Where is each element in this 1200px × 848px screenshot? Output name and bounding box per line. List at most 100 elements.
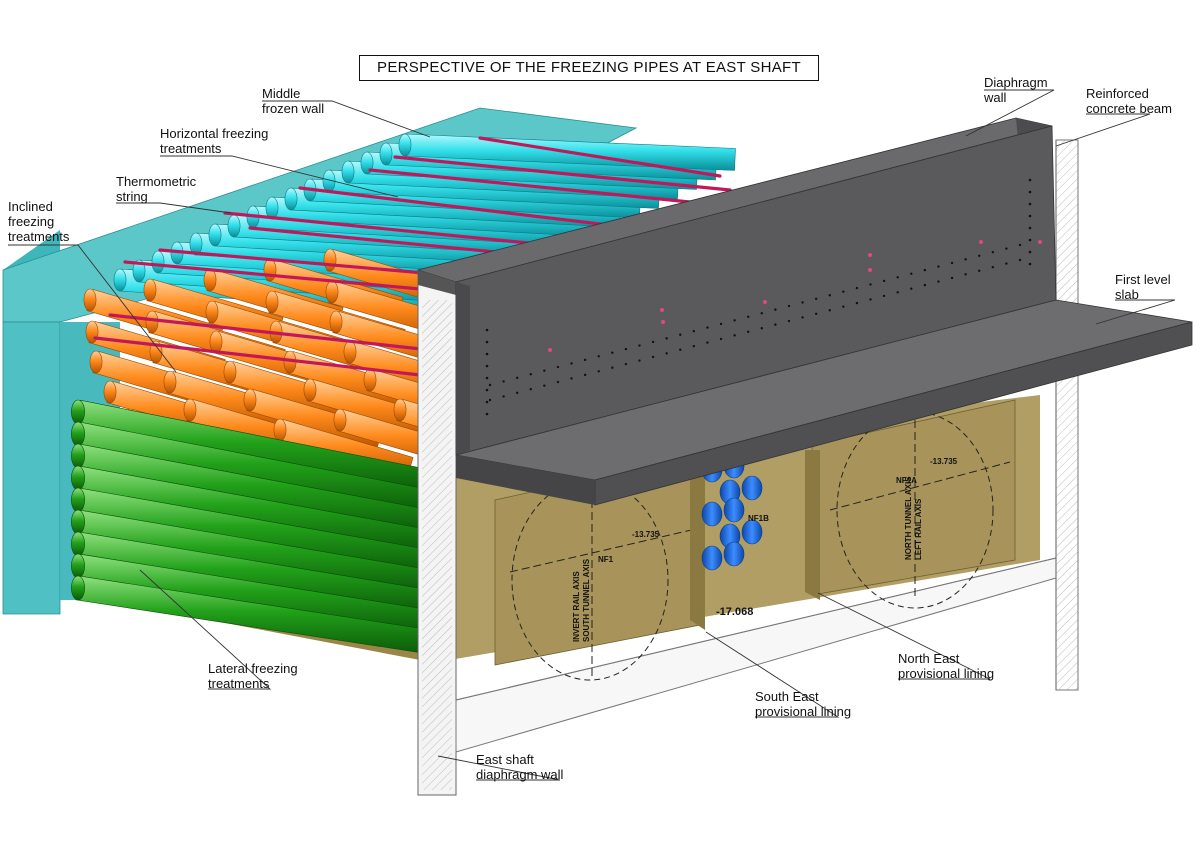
anchor-dot	[964, 258, 967, 261]
anchor-dot	[910, 272, 913, 275]
south-axis-b: SOUTH TUNNEL AXIS	[582, 558, 591, 642]
anchor-dot	[1028, 238, 1032, 242]
anchor-dot	[529, 373, 532, 376]
anchor-dot	[719, 322, 723, 326]
anchor-dot	[950, 276, 954, 280]
anchor-dot	[774, 308, 777, 311]
anchor-dot	[543, 369, 546, 372]
anchor-dot	[869, 283, 872, 286]
blue-pipe-end	[701, 501, 723, 527]
marker-dot	[979, 240, 983, 244]
anchor-dot	[1028, 214, 1032, 218]
blue-pipe-end	[701, 545, 723, 571]
anchor-dot	[638, 344, 641, 347]
anchor-dot	[485, 352, 489, 356]
anchor-dot	[665, 352, 668, 355]
level-main: -17.068	[716, 606, 754, 618]
blue-pipe-end	[741, 519, 763, 545]
anchor-dot	[485, 328, 489, 332]
anchor-dot	[801, 301, 804, 304]
marker-dot	[763, 300, 767, 304]
anchor-dot	[787, 319, 791, 323]
anchor-dot	[488, 383, 492, 387]
anchor-dot	[488, 398, 492, 402]
anchor-dot	[706, 326, 709, 329]
anchor-dot	[638, 359, 641, 362]
anchor-dot	[1005, 262, 1008, 265]
anchor-dot	[485, 388, 489, 392]
anchor-dot	[733, 319, 736, 322]
lateral-freezing-pipes	[71, 399, 433, 655]
anchor-dot	[719, 337, 723, 341]
anchor-dot	[502, 395, 505, 398]
anchor-dot	[485, 364, 489, 368]
anchor-dot	[706, 341, 709, 344]
blue-pipe-end	[741, 475, 763, 501]
anchor-dot	[760, 327, 763, 330]
lower-frame	[455, 139, 1079, 753]
anchor-dot	[978, 254, 981, 257]
anchor-dot	[869, 298, 872, 301]
anchor-dot	[543, 384, 546, 387]
anchor-dot	[882, 294, 886, 298]
diagram-title: PERSPECTIVE OF THE FREEZING PIPES AT EAS…	[359, 55, 819, 81]
anchor-dot	[964, 273, 967, 276]
marker-dot	[548, 348, 552, 352]
anchor-dot	[597, 355, 600, 358]
anchor-dot	[1005, 247, 1008, 250]
anchor-dot	[1018, 243, 1022, 247]
anchor-dot	[624, 347, 628, 351]
thermometric-rod	[108, 313, 432, 352]
nf1-tag: NF1	[598, 555, 614, 564]
anchor-dot	[828, 309, 831, 312]
south-axis-a: INVERT RAIL AXIS	[572, 571, 581, 642]
anchor-dot	[774, 323, 777, 326]
anchor-dot	[611, 351, 614, 354]
marker-dot	[661, 320, 665, 324]
anchor-dot	[937, 280, 940, 283]
anchor-dot	[814, 312, 818, 316]
anchor-dot	[787, 304, 791, 308]
anchor-dot	[583, 358, 587, 362]
first-level-slab	[455, 299, 1193, 506]
anchor-dot	[679, 333, 682, 336]
anchor-dot	[882, 279, 886, 283]
thermometric-rod	[298, 186, 652, 232]
anchor-dot	[1028, 178, 1032, 182]
blue-pipe-end	[723, 541, 745, 567]
marker-dot	[868, 268, 872, 272]
anchor-dot	[991, 265, 995, 269]
south-east-provisional-lining	[494, 454, 705, 681]
marker-dot	[868, 253, 872, 257]
anchor-dot	[1018, 258, 1022, 262]
anchor-dot	[570, 377, 573, 380]
anchor-dot	[692, 329, 696, 333]
anchor-dot	[855, 301, 859, 305]
anchor-dot	[1028, 202, 1032, 206]
anchor-dot	[747, 330, 750, 333]
anchor-dot	[760, 312, 763, 315]
marker-dot	[660, 308, 664, 312]
thermometric-rod	[93, 336, 422, 377]
anchor-dot	[665, 337, 668, 340]
anchor-dot	[923, 283, 927, 287]
anchor-dot	[896, 276, 899, 279]
anchor-dot	[651, 355, 655, 359]
anchor-dot	[529, 388, 532, 391]
anchor-dot	[828, 294, 831, 297]
anchor-dot	[515, 391, 519, 395]
anchor-dot	[923, 268, 927, 272]
north-axis-b: LEFT RAIL AXIS	[914, 498, 923, 560]
level-left-tunnel: -13.735	[632, 530, 660, 539]
north-axis-a: NORTH TUNNEL AXIS	[904, 476, 913, 560]
anchor-dot	[1028, 190, 1032, 194]
anchor-dot	[679, 348, 682, 351]
